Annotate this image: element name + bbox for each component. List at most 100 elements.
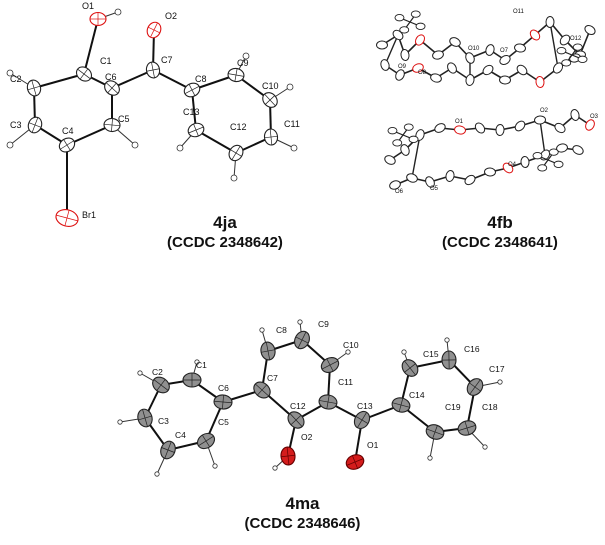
atom-label: O8 [418,70,427,76]
atom-label: C2 [152,367,163,377]
atom-ellipsoid [552,62,564,74]
atom-ellipsoid [516,64,528,76]
atom-label: C9 [237,58,249,68]
atom-ellipsoid [454,125,466,135]
ellipsoid-axis [193,123,199,137]
ellipsoid-axis [352,455,358,469]
atom-label: C10 [262,81,279,91]
hydrogen-atom [497,379,503,385]
atom-ellipsoid [584,24,596,36]
atom-label: O1 [367,440,379,450]
ellipsoid-axis [264,135,278,139]
atom-ellipsoid [400,49,410,61]
hydrogen-atom [444,337,450,343]
atom-ellipsoid [534,115,546,125]
atom-label: O6 [395,189,404,195]
ellipsoid-axis [265,95,275,105]
ellipsoid-axis [326,395,330,409]
hydrogen-atom [290,144,298,152]
ccdc-number-4fb: (CCDC 2348641) [442,234,558,251]
atom-ellipsoid [432,50,444,60]
atom-ellipsoid [406,173,418,183]
ellipsoid-axis [156,379,166,391]
ellipsoid-axis [295,336,309,344]
atom-ellipsoid [430,73,442,83]
hydrogen-atom [117,419,123,425]
ellipsoid-axis [161,447,175,453]
ellipsoid-axis [138,415,152,421]
atom-label: O3 [590,114,599,120]
ellipsoid-axis [107,82,117,94]
atom-ellipsoid [520,156,530,168]
atom-ellipsoid [465,74,475,86]
hydrogen-atom [272,465,278,471]
atom-label: O2 [301,432,313,442]
ellipsoid-axis [222,394,224,410]
atom-ellipsoid [495,124,505,136]
atom-ellipsoid [570,109,580,121]
hydrogen-atom [401,349,407,355]
hydrogen-atom [482,444,488,450]
ellipsoid-axis [404,363,416,373]
bond [411,134,421,179]
atom-label: C17 [489,364,505,374]
ellipsoid-axis [28,122,42,128]
hydrogen-atom [154,471,160,477]
atom-ellipsoid [572,43,583,51]
hydrogen-atom [427,455,433,461]
atom-label: C1 [196,360,207,370]
atom-ellipsoid [502,162,514,174]
atom-label: C4 [62,126,74,136]
atom-label: Br1 [82,210,96,220]
atom-label: C6 [105,72,117,82]
atom-ellipsoid [561,59,572,67]
atom-ellipsoid [415,22,426,30]
atom-label: O12 [570,36,582,42]
caption-4ma: 4ma (CCDC 2348646) [185,493,420,534]
atom-ellipsoid [449,37,461,47]
atom-ellipsoid [389,180,401,190]
bond [83,18,99,75]
atom-ellipsoid [572,145,584,155]
ellipsoid-axis [326,358,334,372]
atom-ellipsoid [499,55,511,65]
hydrogen-atom [297,319,303,325]
atom-ellipsoid [474,122,486,134]
atom-label: O11 [513,9,525,15]
atom-label: O2 [540,108,549,114]
atom-label: C11 [338,377,353,387]
ellipsoid-axis [261,349,275,353]
atom-ellipsoid [537,164,548,172]
atom-ellipsoid [412,63,424,73]
ellipsoid-axis [148,26,160,34]
atom-ellipsoid [392,139,403,147]
atom-ellipsoid [395,69,405,81]
hydrogen-atom [212,463,218,469]
ellipsoid-axis [257,384,267,396]
ellipsoid-axis [464,421,470,435]
atom-ellipsoid [485,44,495,56]
atom-label: C11 [284,119,300,129]
atom-ellipsoid [548,148,559,156]
ellipsoid-axis [188,84,196,96]
atom-ellipsoid [400,144,410,156]
hydrogen-atom [259,327,265,333]
bond [195,129,237,154]
atom-ellipsoid [577,55,588,63]
ellipsoid-axis [281,454,295,458]
bond [549,21,559,69]
atom-ellipsoid [464,174,476,186]
atom-label: O1 [82,1,94,11]
atom-label: C13 [183,107,200,117]
atom-ellipsoid [499,75,511,85]
atom-label: C10 [343,340,359,350]
ellipsoid-axis [27,85,41,91]
ellipsoid-axis [201,434,211,448]
atom-label: C6 [218,383,229,393]
atom-label: O9 [398,64,407,70]
atom-ellipsoid [447,62,457,74]
atom-ellipsoid [529,29,541,41]
hydrogen-atom [114,8,122,16]
